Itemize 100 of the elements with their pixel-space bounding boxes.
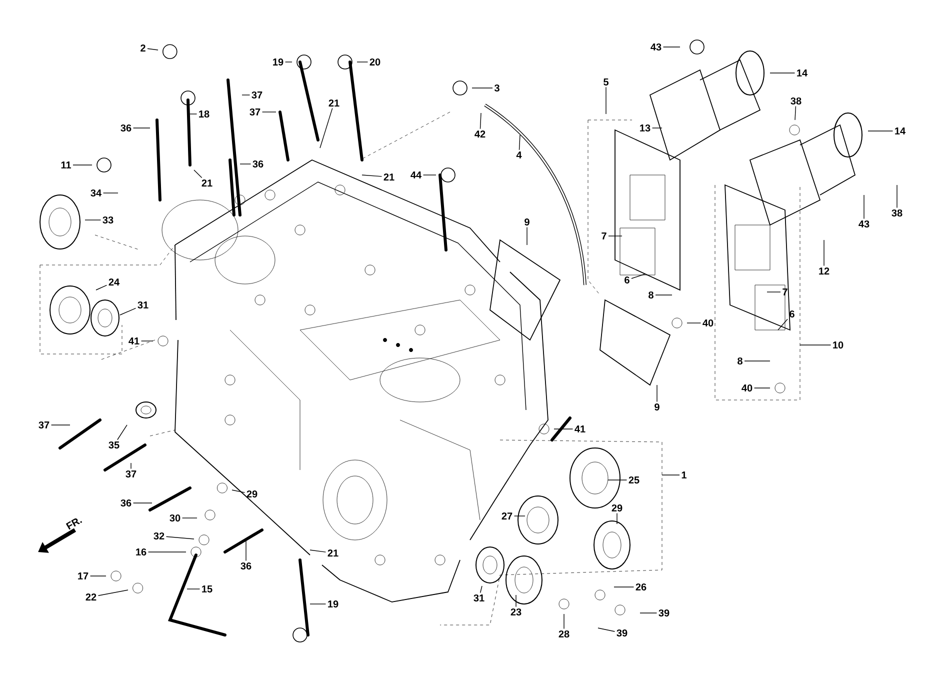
callout-number: 8 [738,357,742,365]
leader-line [598,628,616,632]
callout-number: 43 [858,220,870,228]
callout-number: 9 [654,403,660,411]
leader-line [794,106,796,120]
callout-number: 21 [328,100,340,106]
callout-number: 21 [328,550,338,556]
callout-number: 20 [370,58,380,66]
leader-line [655,294,672,296]
callout-number: 37 [38,421,50,429]
leader-line [656,384,658,402]
leader-line [132,502,152,504]
callout-number: 36 [240,562,252,570]
callout-number: 40 [702,319,714,327]
leader-line [616,512,618,524]
leader-line [72,164,92,166]
leader-line [686,322,702,324]
callout-number: 42 [474,130,486,138]
callout-number: 36 [252,160,264,168]
callout-number: 6 [790,310,794,318]
leader-line [868,130,894,132]
leader-line [640,612,658,614]
leader-line [422,174,436,176]
leader-line [232,490,246,493]
callout-number: 31 [474,594,484,602]
leader-line [778,318,788,330]
callout-number: 11 [61,162,72,168]
direction-label: FR. [66,518,82,530]
callout-number: 36 [120,499,132,507]
leader-line [102,192,118,194]
callout-number: 1 [682,472,686,478]
callout-number: 39 [658,609,670,617]
callout-number: 37 [252,91,262,99]
callout-number: 39 [616,629,628,637]
callout-number: 22 [86,594,96,600]
callout-number: 15 [202,586,212,592]
leader-line [744,360,770,362]
callout-number: 2 [140,44,146,52]
callout-number: 24 [108,278,120,286]
leader-line [662,474,680,476]
leader-line [147,48,158,50]
leader-line [194,170,202,178]
callout-number: 23 [510,608,522,616]
leader-line [662,46,680,48]
leader-line [896,184,898,208]
callout-number: 19 [273,58,284,66]
leader-line [120,308,136,316]
callout-number: 32 [154,532,164,540]
callout-number: 29 [246,490,258,498]
leader-line [518,134,520,150]
leader-line [50,424,70,426]
leader-line [96,284,108,290]
callout-number: 21 [384,174,394,180]
leader-line [166,536,194,540]
callout-number: 29 [612,504,622,512]
callout-number: 41 [128,338,140,344]
callout-number: 7 [782,288,788,296]
callout-number: 19 [328,600,338,608]
leader-line [554,428,574,430]
callout-number: 18 [199,110,210,118]
callout-number: 30 [170,514,180,522]
callout-number: 5 [604,78,608,86]
leader-line [117,424,128,440]
callout-number: 10 [833,341,844,349]
callout-number: 14 [797,70,808,76]
callout-number: 14 [895,128,906,134]
leader-line [362,174,382,177]
leader-line [631,274,646,279]
callout-number: 8 [648,291,654,299]
callout-number: 27 [502,512,512,520]
callout-number: 44 [410,172,422,178]
callout-number: 37 [250,108,260,116]
callout-number: 9 [524,218,530,226]
callout-number: 37 [126,470,136,478]
callout-number: 7 [602,232,606,240]
callout-number: 6 [624,276,630,284]
leader-line [140,340,154,342]
callout-number: 31 [138,301,148,309]
callout-number: 17 [78,572,88,580]
callout-number: 33 [102,216,114,224]
callout-number: 36 [120,124,132,132]
callout-number: 13 [640,124,650,132]
callout-number: 21 [202,180,212,186]
leader-line [770,72,796,74]
callout-number: 4 [516,152,522,158]
callout-number: 12 [819,268,830,274]
leader-line [310,550,326,552]
leader-line [98,590,128,596]
leader-line [186,588,200,590]
callout-number: 43 [650,43,662,51]
leader-line [526,226,528,246]
leader-line [614,586,634,588]
leader-line [320,108,333,148]
leader-line [242,94,250,96]
callout-number: 38 [892,209,902,217]
callout-number: 38 [790,97,802,105]
callout-number: 3 [494,84,500,92]
callout-number: 16 [136,548,146,556]
callout-number: 25 [628,476,640,484]
callout-number: 26 [636,583,646,591]
